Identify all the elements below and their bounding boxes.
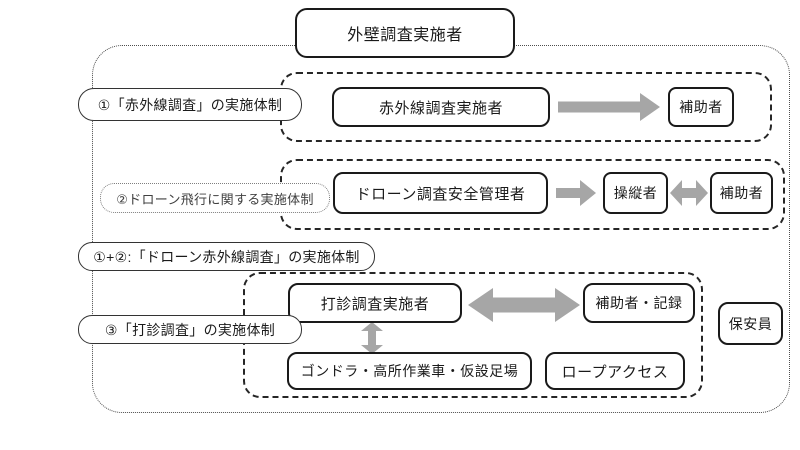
section1-label: ①「赤外線調査」の実施体制 — [97, 96, 283, 113]
node-hammering-surveyor-label: 打診調査実施者 — [320, 295, 430, 313]
node-assistant-recorder-label: 補助者・記録 — [595, 295, 683, 311]
section4-label-pill: ③「打診調査」の実施体制 — [78, 315, 302, 344]
node-rope-access-label: ロープアクセス — [561, 363, 669, 381]
double-arrow-horizontal-icon — [468, 288, 580, 322]
node-security-guard: 保安員 — [718, 302, 783, 345]
node-rope-access: ロープアクセス — [545, 352, 685, 390]
arrow-right-icon — [558, 93, 660, 121]
node-assistant-s2: 補助者 — [710, 172, 773, 214]
title-label: 外壁調査実施者 — [347, 27, 463, 44]
section1-label-pill: ①「赤外線調査」の実施体制 — [78, 88, 302, 121]
node-assistant-s1: 補助者 — [668, 87, 734, 127]
node-gondola-platform: ゴンドラ・高所作業車・仮設足場 — [287, 352, 532, 390]
node-security-guard-label: 保安員 — [728, 315, 773, 332]
node-assistant-s2-label: 補助者 — [719, 185, 764, 201]
double-arrow-horizontal-icon — [670, 180, 708, 206]
arrow-right-icon — [556, 180, 596, 206]
node-operator-label: 操縦者 — [613, 185, 658, 201]
section3-label: ①+②:「ドローン赤外線調査」の実施体制 — [93, 248, 360, 265]
section2-label-pill: ②ドローン飛行に関する実施体制 — [100, 183, 330, 213]
section3-label-pill: ①+②:「ドローン赤外線調査」の実施体制 — [78, 242, 375, 271]
node-assistant-recorder: 補助者・記録 — [583, 283, 695, 323]
section2-label: ②ドローン飛行に関する実施体制 — [116, 191, 314, 207]
node-infrared-surveyor: 赤外線調査実施者 — [332, 87, 550, 127]
node-drone-safety-manager-label: ドローン調査安全管理者 — [355, 185, 526, 203]
node-operator: 操縦者 — [603, 172, 668, 214]
section4-label: ③「打診調査」の実施体制 — [104, 321, 276, 338]
title-box: 外壁調査実施者 — [295, 8, 515, 58]
double-arrow-vertical-icon — [361, 322, 383, 354]
node-gondola-platform-label: ゴンドラ・高所作業車・仮設足場 — [300, 363, 519, 379]
node-hammering-surveyor: 打診調査実施者 — [288, 283, 462, 323]
node-assistant-s1-label: 補助者 — [679, 99, 723, 115]
node-drone-safety-manager: ドローン調査安全管理者 — [333, 172, 548, 214]
node-infrared-surveyor-label: 赤外線調査実施者 — [378, 99, 503, 117]
